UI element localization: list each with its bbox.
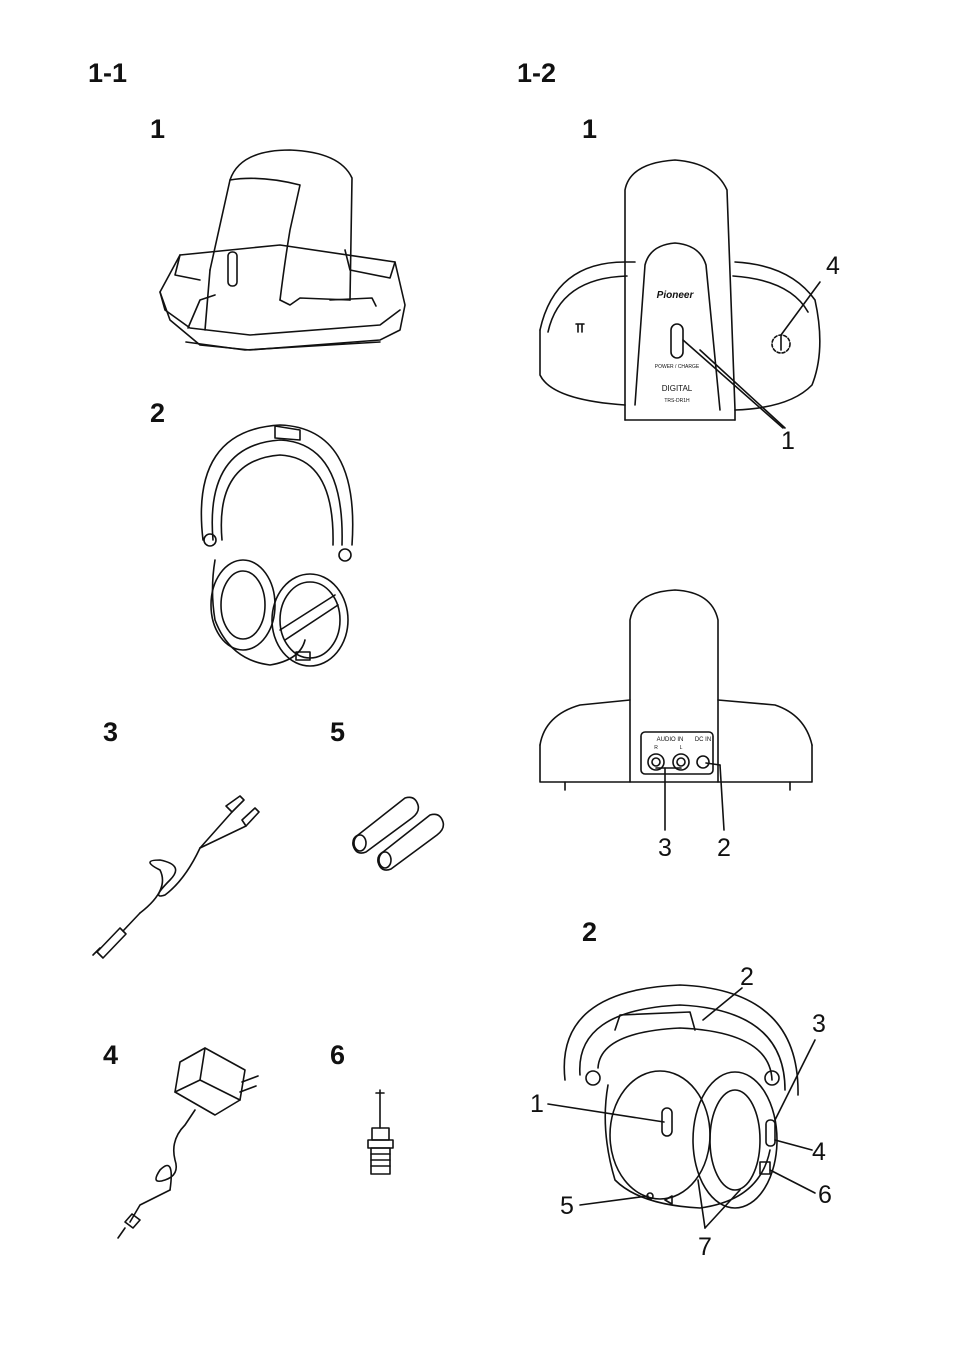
callout-back-3: 3 (658, 834, 672, 862)
audio-r-label: R (654, 745, 658, 751)
callout-hp-3: 3 (812, 1010, 826, 1038)
brand-logo: Pioneer (657, 290, 695, 301)
callout-hp-4: 4 (812, 1138, 826, 1166)
transmitter-front-illustration (539, 159, 821, 429)
callout-front-4: 4 (826, 252, 840, 280)
transmitter-back-illustration (539, 589, 813, 831)
callout-hp-6: 6 (818, 1181, 832, 1209)
item-number-headphones: 2 (150, 398, 166, 428)
callout-hp-5: 5 (560, 1192, 574, 1220)
item-number-base-station: 1 (150, 114, 166, 144)
ac-adapter-illustration (117, 1047, 259, 1239)
callout-front-1: 1 (781, 427, 795, 455)
audio-l-label: L (680, 745, 683, 751)
item-number-transmitter: 1 (582, 114, 598, 144)
power-charge-label: POWER / CHARGE (655, 364, 700, 370)
base-station-illustration (159, 149, 406, 351)
headphones-detail-illustration (547, 984, 816, 1229)
batteries-illustration (352, 796, 445, 871)
item-number-headphones-right: 2 (582, 917, 598, 947)
dc-in-label: DC IN (695, 737, 711, 743)
callout-hp-1: 1 (530, 1090, 544, 1118)
section-title-left: 1-1 (88, 58, 128, 88)
headphones-illustration (200, 424, 354, 667)
audio-in-label: AUDIO IN (657, 737, 684, 743)
callout-hp-7: 7 (698, 1233, 712, 1261)
callout-back-2: 2 (717, 834, 731, 862)
callout-hp-2: 2 (740, 963, 754, 991)
audio-cable-illustration (92, 795, 260, 959)
plug-adapter-illustration (367, 1089, 394, 1175)
digital-label: DIGITAL (662, 384, 693, 393)
item-number-audio-cable: 3 (103, 717, 119, 747)
section-title-right: 1-2 (517, 58, 557, 88)
item-number-plug-adapter: 6 (330, 1040, 346, 1070)
item-number-ac-adapter: 4 (103, 1040, 119, 1070)
model-label: TRS-DR1H (664, 398, 690, 404)
item-number-batteries: 5 (330, 717, 346, 747)
